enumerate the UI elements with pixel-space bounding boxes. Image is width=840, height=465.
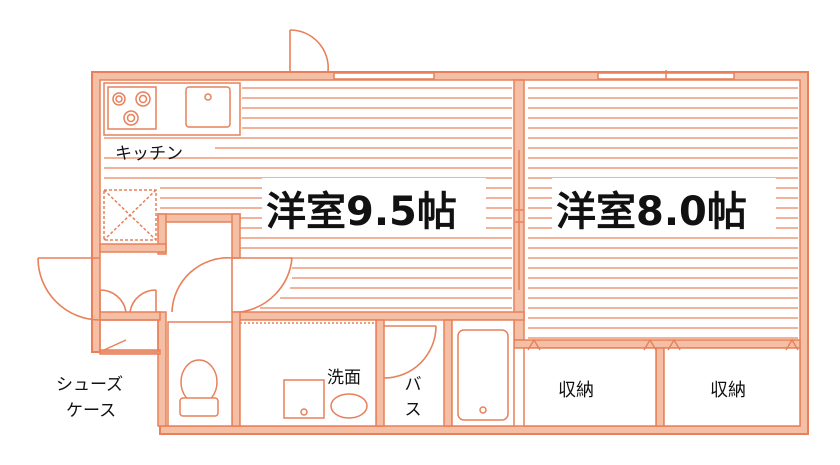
shoe-case	[99, 319, 159, 353]
kitchen-label: キッチン	[115, 144, 183, 164]
bathtub-icon	[451, 319, 515, 427]
refrigerator-space-icon	[103, 189, 157, 241]
top-windows	[333, 70, 735, 80]
room-divider-door	[515, 150, 523, 290]
room-1-label: 洋室9.5帖	[266, 189, 457, 235]
kitchen-sink-icon	[185, 86, 231, 128]
bath-door	[383, 325, 437, 379]
three-burner-stove-icon	[107, 86, 157, 130]
bath-label-su: ス	[405, 400, 422, 420]
washbasin-icon	[283, 379, 368, 419]
hallway-doors	[37, 257, 293, 321]
balcony-door	[289, 29, 329, 73]
washroom-label: 洗面	[327, 368, 361, 388]
storage-door-marks	[527, 338, 799, 351]
storage-left-label: 収納	[558, 380, 594, 401]
storage-right-label: 収納	[710, 380, 746, 401]
washroom	[239, 319, 377, 427]
bath-label-ba: バ	[405, 375, 422, 395]
shoe-case-label-line2: ケース	[66, 401, 116, 421]
room-1-label-backing	[262, 178, 486, 234]
room-2-label: 洋室8.0帖	[556, 189, 747, 235]
shoe-case-label-line1: シューズ	[56, 375, 123, 395]
storage-closets	[523, 347, 801, 427]
toilet-icon	[167, 321, 233, 427]
room-2-label-backing	[552, 178, 776, 234]
